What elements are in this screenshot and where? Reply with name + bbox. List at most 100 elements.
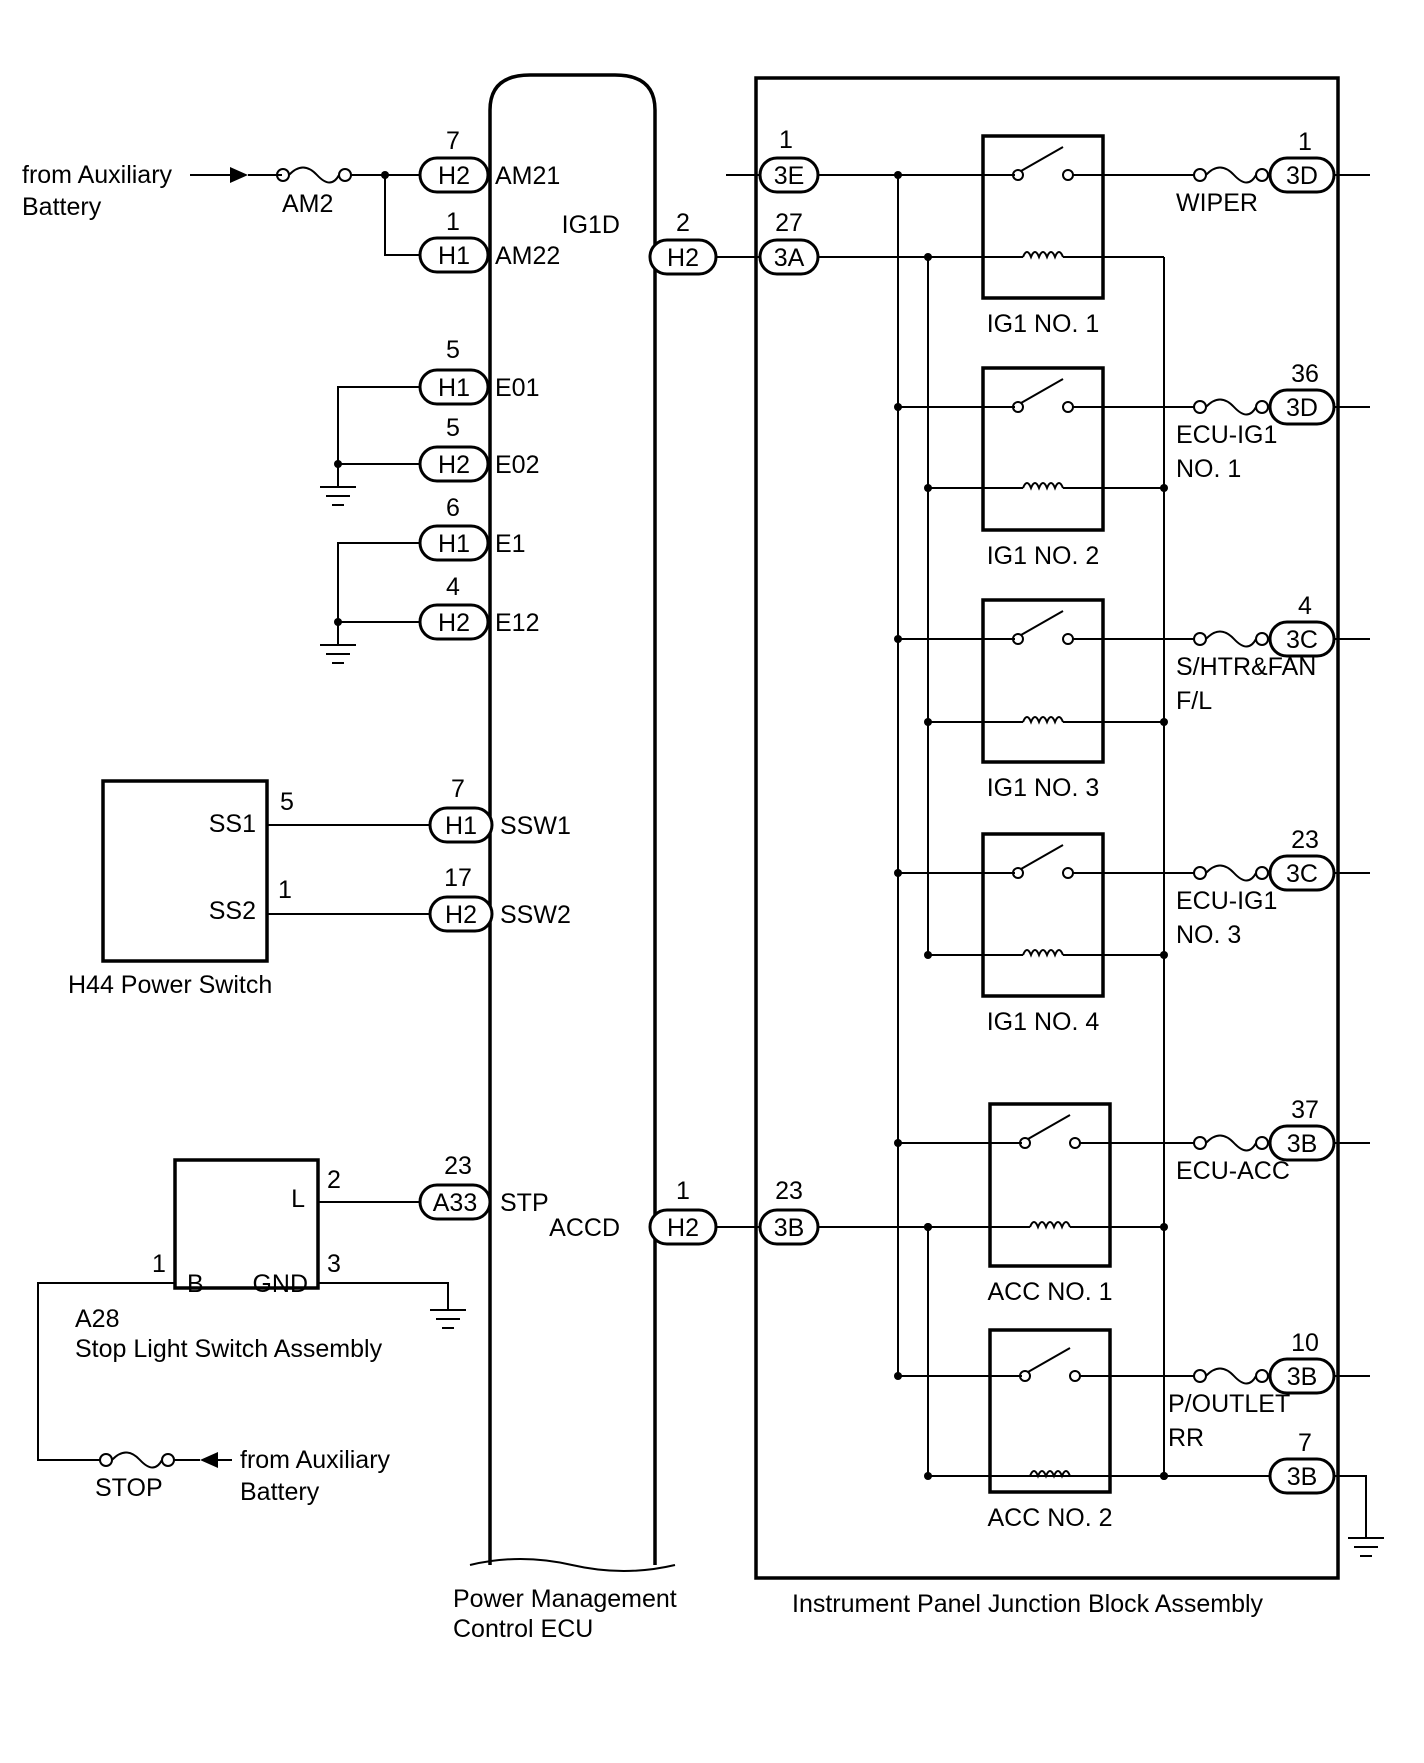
pin-number: 1 [676, 1177, 690, 1205]
pin-number: 36 [1291, 360, 1319, 388]
connector-id: 3B [1287, 1130, 1318, 1158]
pin-number: 1 [152, 1250, 166, 1278]
jb-left-connectors: 1 3E 27 3A 23 3B [716, 126, 820, 1246]
pin-number: 1 [278, 876, 292, 904]
fuse-label-line2: RR [1168, 1424, 1204, 1452]
power-switch: SS1 SS2 5 1 H44 Power Switch [68, 779, 430, 999]
connector-id: H2 [667, 244, 699, 272]
am2-fuse-circuit: from Auxiliary Battery AM2 [22, 161, 420, 256]
jb-buses [818, 171, 1165, 1476]
pin-number: 4 [1298, 592, 1312, 620]
terminal-name: E12 [495, 609, 539, 637]
relay: IG1 NO. 1 [898, 134, 1164, 338]
connector-id: 3C [1286, 626, 1318, 654]
from-aux-label-2: Battery [22, 193, 102, 221]
connector-id: 3A [774, 244, 805, 272]
connector-id: 3D [1286, 394, 1318, 422]
connector-id: 3B [774, 1214, 805, 1242]
pin-label-gnd: GND [252, 1270, 308, 1298]
fuse-label-line2: NO. 1 [1176, 455, 1241, 483]
pin-number: 1 [446, 208, 460, 236]
fuse-label: ECU-IG1 [1176, 421, 1277, 449]
pin-number: 23 [775, 1177, 803, 1205]
relay: IG1 NO. 3 [894, 598, 1168, 802]
junction-block: Instrument Panel Junction Block Assembly [754, 76, 1340, 1618]
ground-icon [1348, 1537, 1384, 1557]
power-management-ecu: Power Management Control ECU [453, 73, 677, 1643]
relays: IG1 NO. 1 IG1 NO. 2 IG1 NO. 3 IG1 NO. 4 ACC … [894, 134, 1168, 1532]
pin-label-l: L [291, 1185, 305, 1213]
arrow-icon [230, 167, 248, 183]
stop-switch-name: Stop Light Switch Assembly [75, 1335, 383, 1363]
am2-fuse-label: AM2 [282, 190, 333, 218]
fuse-label-line2: NO. 3 [1176, 921, 1241, 949]
fuse-label: ECU-ACC [1176, 1157, 1290, 1185]
connector-id: A33 [433, 1189, 477, 1217]
pin-number: 2 [327, 1166, 341, 1194]
terminal-name: AM22 [495, 242, 560, 270]
pin-number: 17 [444, 864, 472, 892]
pin-number: 4 [446, 573, 460, 601]
ecu-grounds [320, 386, 420, 664]
pin-number: 1 [779, 126, 793, 154]
pin-number: 10 [1291, 1329, 1319, 1357]
connector-id: H1 [438, 374, 470, 402]
junction-block-name: Instrument Panel Junction Block Assembly [792, 1590, 1264, 1618]
relay-label: ACC NO. 2 [987, 1504, 1112, 1532]
pin-number: 5 [280, 788, 294, 816]
connector-id: H2 [667, 1214, 699, 1242]
pin-label-ss1: SS1 [209, 810, 256, 838]
terminal-name: E01 [495, 374, 539, 402]
connector-id: H2 [438, 609, 470, 637]
fuse-label-line2: F/L [1176, 687, 1212, 715]
ecu-right-connectors: IG1D 2 H2 ACCD 1 H2 [549, 209, 718, 1246]
pin-number: 23 [1291, 826, 1319, 854]
pin-number: 7 [1298, 1429, 1312, 1457]
terminal-name: ACCD [549, 1214, 620, 1242]
pin-label-b: B [187, 1270, 204, 1298]
terminal-name: IG1D [562, 211, 620, 239]
connector-id: H1 [438, 242, 470, 270]
pin-label-ss2: SS2 [209, 897, 256, 925]
pin-number: 5 [446, 414, 460, 442]
connector-id: 3C [1286, 860, 1318, 888]
from-aux-b-label-1: from Auxiliary [240, 1446, 391, 1474]
relay-label: IG1 NO. 4 [987, 1008, 1100, 1036]
connector-id: H1 [438, 530, 470, 558]
pin-number: 3 [327, 1250, 341, 1278]
terminal-name: SSW2 [500, 901, 571, 929]
from-aux-b-label-2: Battery [240, 1478, 320, 1506]
relay-label: IG1 NO. 1 [987, 310, 1100, 338]
stop-fuse-label: STOP [95, 1474, 163, 1502]
fuse-label: ECU-IG1 [1176, 887, 1277, 915]
pin-number: 7 [446, 127, 460, 155]
ground-icon [320, 486, 356, 506]
ecu-name-line2: Control ECU [453, 1615, 593, 1643]
relay: ACC NO. 1 [894, 1102, 1168, 1306]
relay-label: ACC NO. 1 [987, 1278, 1112, 1306]
ground-icon [320, 644, 356, 664]
connector-id: H2 [438, 162, 470, 190]
pin-number: 1 [1298, 128, 1312, 156]
terminal-name: E02 [495, 451, 539, 479]
jb-ground-terminal: 7 3B [928, 1429, 1384, 1557]
pin-number: 5 [446, 336, 460, 364]
connector-id: H2 [438, 451, 470, 479]
ecu-name-line1: Power Management [453, 1585, 677, 1613]
pin-number: 27 [775, 209, 803, 237]
relay: ACC NO. 2 [894, 1328, 1168, 1532]
relay-label: IG1 NO. 2 [987, 542, 1100, 570]
connector-id: 3D [1286, 162, 1318, 190]
arrow-icon [200, 1452, 218, 1468]
terminal-name: E1 [495, 530, 526, 558]
connector-id: H2 [445, 901, 477, 929]
pin-number: 7 [451, 775, 465, 803]
pin-number: 6 [446, 494, 460, 522]
